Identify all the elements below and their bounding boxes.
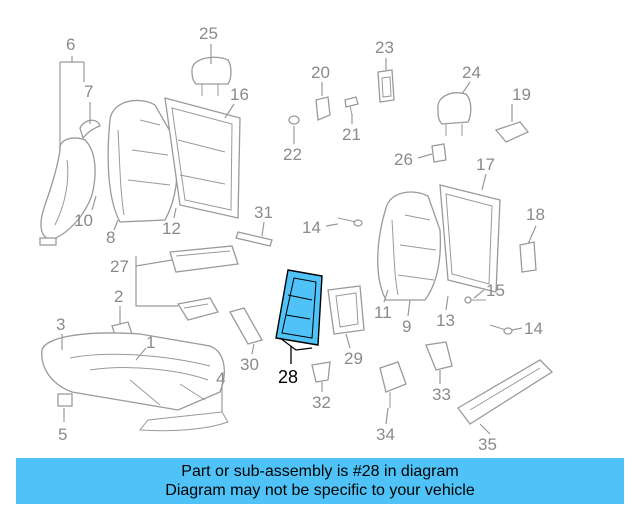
callout-6: 6 — [66, 35, 75, 54]
callout-labels: 6 7 25 16 20 23 24 19 21 22 26 17 10 8 1… — [56, 24, 545, 454]
banner-line-1: Part or sub-assembly is #28 in diagram — [181, 463, 459, 480]
callout-33: 33 — [432, 385, 451, 404]
callout-4: 4 — [216, 369, 225, 388]
callout-31: 31 — [254, 203, 273, 222]
callout-24: 24 — [462, 63, 481, 82]
part-18 — [519, 241, 537, 273]
part-35 — [457, 359, 554, 425]
part-33 — [425, 341, 453, 371]
part-30 — [229, 307, 263, 345]
callout-1: 1 — [146, 333, 155, 352]
callout-16: 16 — [230, 85, 249, 104]
callout-26: 26 — [394, 150, 413, 169]
callout-10: 10 — [74, 211, 93, 230]
part-side-bolster — [39, 119, 101, 246]
callout-17: 17 — [476, 155, 495, 174]
callout-19: 19 — [512, 85, 531, 104]
callout-14-lower: 14 — [524, 319, 543, 338]
callout-22: 22 — [283, 145, 302, 164]
banner-line-2: Diagram may not be specific to your vehi… — [165, 482, 475, 499]
callout-35: 35 — [478, 435, 497, 454]
callout-28-highlighted[interactable]: 28 — [278, 367, 298, 387]
callout-9: 9 — [402, 317, 411, 336]
callout-34: 34 — [376, 425, 395, 444]
part-28-highlighted[interactable] — [275, 269, 323, 351]
callout-20: 20 — [311, 63, 330, 82]
callout-11: 11 — [374, 303, 392, 322]
part-29 — [327, 285, 365, 335]
part-headrest-left — [191, 56, 232, 96]
callout-8: 8 — [106, 228, 115, 247]
leader-lines — [59, 44, 537, 435]
callout-3: 3 — [56, 315, 65, 334]
callout-18: 18 — [526, 205, 545, 224]
part-small-hardware — [288, 69, 395, 125]
part-seat-cushion — [41, 332, 229, 432]
part-seat-back-right — [377, 184, 501, 301]
callout-5: 5 — [58, 425, 67, 444]
callout-21: 21 — [342, 125, 361, 144]
part-32 — [311, 361, 331, 383]
callout-2: 2 — [114, 287, 123, 306]
part-bolts — [337, 217, 513, 335]
callout-15: 15 — [486, 281, 505, 300]
callout-23: 23 — [375, 38, 394, 57]
part-seat-back-left — [107, 97, 241, 223]
part-headrest-right — [437, 92, 472, 136]
part-34 — [379, 361, 407, 408]
part-5 — [57, 393, 73, 407]
info-banner: Part or sub-assembly is #28 in diagram D… — [16, 458, 624, 504]
part-26 — [431, 143, 447, 163]
callout-30: 30 — [240, 355, 259, 374]
callout-7: 7 — [84, 82, 93, 101]
part-19 — [494, 121, 530, 143]
parts-diagram: 6 7 25 16 20 23 24 19 21 22 26 17 10 8 1… — [39, 24, 554, 454]
callout-27: 27 — [110, 257, 129, 276]
part-27 — [169, 245, 239, 321]
callout-13: 13 — [436, 311, 455, 330]
callout-25: 25 — [199, 24, 218, 43]
callout-29: 29 — [344, 349, 363, 368]
callout-12: 12 — [162, 219, 181, 238]
callout-32: 32 — [312, 393, 331, 412]
callout-14-upper: 14 — [302, 218, 321, 237]
part-31 — [235, 231, 273, 247]
